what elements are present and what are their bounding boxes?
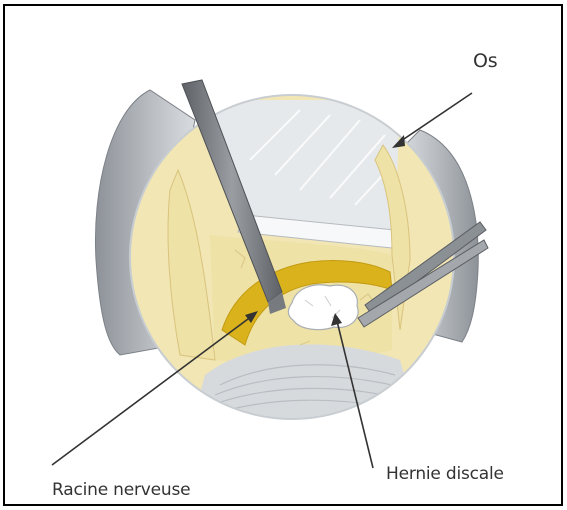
label-os: Os <box>473 50 497 72</box>
label-racine-nerveuse: Racine nerveuse <box>52 480 190 500</box>
disc-herniation <box>288 285 358 330</box>
label-hernie-discale: Hernie discale <box>386 464 504 484</box>
